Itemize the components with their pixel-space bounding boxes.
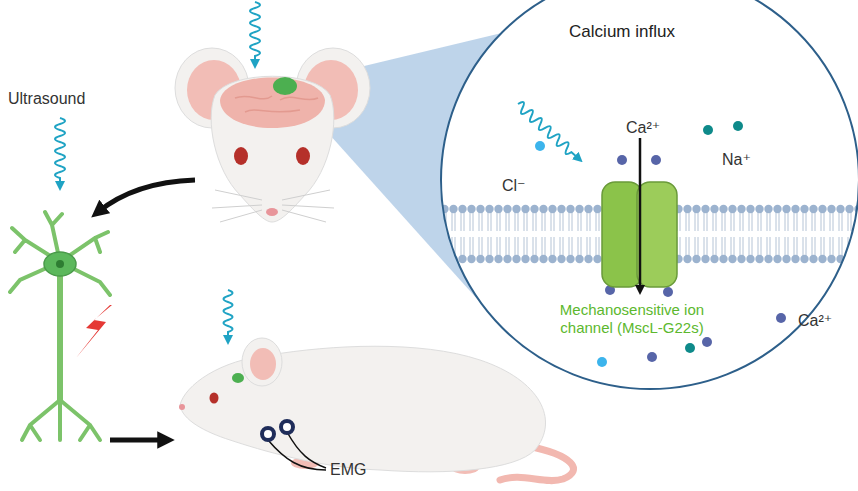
mouse-head — [211, 76, 334, 222]
sodium-ions — [703, 125, 713, 135]
calcium-ions — [702, 337, 712, 347]
chloride-ions — [535, 141, 545, 151]
ion-label: Ca²⁺ — [626, 118, 660, 137]
mouse-head — [296, 147, 310, 165]
mouse-head — [266, 208, 278, 216]
zoom-background — [441, 0, 858, 389]
process-arrow — [98, 180, 195, 212]
ion-label: Cl⁻ — [502, 176, 526, 195]
ultrasound-wave — [250, 2, 260, 64]
mouse-head — [212, 190, 334, 222]
ion-channel: Mechanosensitive ion channel (MscL-G22s) — [547, 177, 717, 352]
channel-subunit — [602, 182, 642, 287]
mouse-body — [179, 404, 185, 410]
ultrasound-wave — [515, 100, 583, 162]
emg-electrodes — [268, 432, 326, 470]
mouse-head — [175, 48, 370, 222]
channel-label: Mechanosensitive ion channel (MscL-G22s) — [547, 301, 717, 337]
mouse-head — [220, 78, 325, 129]
ion-label: Na⁺ — [722, 150, 751, 169]
mouse-body — [210, 393, 219, 404]
mouse-body — [232, 373, 244, 383]
neuron — [57, 268, 63, 400]
mouse-head — [273, 77, 297, 95]
chloride-ions — [597, 357, 607, 367]
process-arrow — [110, 438, 166, 443]
ion-label: Ca²⁺ — [798, 311, 832, 330]
calcium-ions — [647, 352, 657, 362]
sodium-ions — [733, 121, 743, 131]
calcium-ions — [617, 155, 627, 165]
ultrasound-label: Ultrasound — [8, 90, 85, 108]
calcium-ions — [663, 287, 673, 297]
mouse-body — [179, 338, 573, 481]
neuron — [56, 260, 64, 268]
neuron — [44, 252, 76, 276]
ultrasound-wave — [55, 118, 65, 186]
ultrasound-wave — [224, 290, 233, 340]
zoom-heading: Calcium influx — [442, 22, 802, 42]
emg-electrodes — [281, 421, 293, 433]
ultrasound-wave — [55, 2, 260, 340]
emg-electrodes — [262, 428, 274, 440]
mouse-body — [242, 338, 282, 386]
neuron — [22, 400, 100, 440]
channel-subunit — [637, 182, 677, 287]
lightning-symbol — [76, 305, 112, 358]
emg-label: EMG — [330, 461, 366, 479]
zoom-circle: Calcium influxMechanosensitive ion chann… — [440, 0, 858, 390]
mouse-body — [250, 348, 276, 380]
calcium-ions — [776, 313, 786, 323]
emg-electrodes — [262, 421, 326, 470]
mouse-head — [235, 96, 318, 112]
mouse-head — [234, 147, 248, 165]
sodium-ions — [685, 343, 695, 353]
calcium-ions — [651, 155, 661, 165]
mouse-body — [180, 346, 546, 472]
